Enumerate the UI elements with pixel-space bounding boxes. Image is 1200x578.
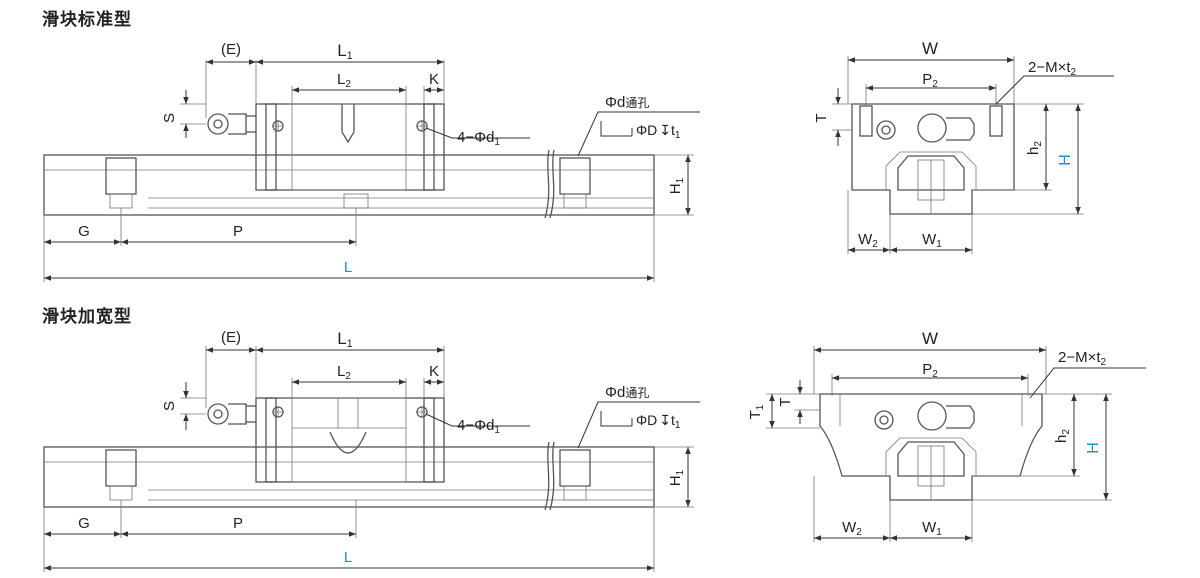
label-L1: L1 bbox=[337, 41, 353, 62]
label-H1: H1 bbox=[667, 177, 686, 194]
label-M: 2−M×t2 bbox=[1028, 59, 1077, 78]
label-E: (E) bbox=[221, 41, 241, 58]
title-standard: 滑块标准型 bbox=[42, 10, 132, 30]
label-counterbore-wide: ΦD↧t1 bbox=[636, 412, 681, 431]
label-L1-wide: L1 bbox=[337, 329, 353, 350]
rail bbox=[43, 154, 655, 216]
label-W2: W2 bbox=[858, 231, 878, 250]
label-W1-wide: W1 bbox=[922, 519, 942, 538]
label-W1: W1 bbox=[922, 231, 942, 250]
side-view-standard bbox=[43, 59, 700, 282]
label-S: S bbox=[161, 113, 178, 123]
label-P: P bbox=[233, 223, 243, 240]
label-T-wide: T bbox=[777, 397, 794, 406]
label-T: T bbox=[813, 113, 830, 122]
label-L-wide: L bbox=[344, 549, 352, 566]
label-W: W bbox=[922, 39, 938, 58]
label-G: G bbox=[78, 223, 90, 240]
label-P2: P2 bbox=[922, 71, 938, 90]
label-H-wide: H bbox=[1085, 442, 1102, 454]
label-P2-wide: P2 bbox=[922, 361, 938, 380]
label-S-wide: S bbox=[161, 401, 178, 411]
label-L2-wide: L2 bbox=[337, 363, 351, 382]
block bbox=[255, 103, 445, 191]
label-G-wide: G bbox=[78, 515, 90, 532]
label-counterbore: ΦD↧t1 bbox=[636, 122, 681, 141]
label-h2-wide: h2 bbox=[1053, 429, 1072, 443]
label-T1: T1 bbox=[747, 404, 766, 419]
label-thru-hole-wide: Φd通孔 bbox=[605, 384, 649, 401]
label-E-wide: (E) bbox=[221, 329, 241, 346]
label-H1-wide: H1 bbox=[667, 469, 686, 486]
label-P-wide: P bbox=[233, 515, 243, 532]
label-K-wide: K bbox=[429, 363, 439, 380]
end-view-wide bbox=[766, 346, 1146, 542]
label-d1-holes: 4−Φd1 bbox=[457, 129, 500, 148]
side-view-wide bbox=[43, 346, 700, 572]
label-h2: h2 bbox=[1025, 141, 1044, 155]
label-L: L bbox=[344, 259, 352, 276]
label-thru-hole: Φd通孔 bbox=[605, 94, 649, 111]
label-L2: L2 bbox=[337, 71, 351, 90]
grease-nipple bbox=[207, 113, 229, 135]
label-H: H bbox=[1057, 154, 1074, 166]
label-K: K bbox=[429, 71, 439, 88]
label-M-wide: 2−M×t2 bbox=[1058, 349, 1107, 368]
label-d1-holes-wide: 4−Φd1 bbox=[457, 417, 500, 436]
end-view-standard bbox=[832, 56, 1114, 254]
label-W2-wide: W2 bbox=[842, 519, 862, 538]
title-wide: 滑块加宽型 bbox=[42, 307, 132, 327]
label-W-wide: W bbox=[922, 329, 938, 348]
